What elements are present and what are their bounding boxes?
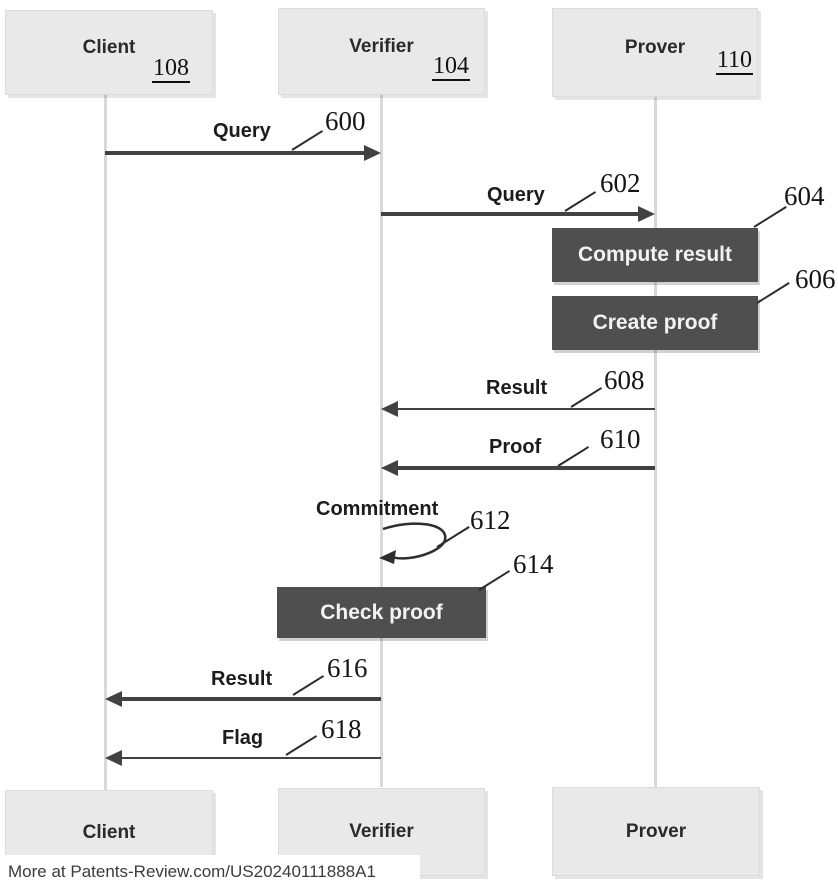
callout-line-616 [292, 675, 325, 696]
message-label-proof-610: Proof [489, 436, 542, 458]
ref-number-618: 618 [321, 714, 362, 744]
arrowhead-result-616 [105, 691, 122, 707]
arrowhead-result-608 [381, 401, 398, 417]
arrow-line-flag-618 [120, 757, 381, 759]
actor-box-prover-top: Prover 110 [552, 8, 758, 97]
arrow-line-query-600 [105, 151, 366, 155]
message-label-query-600: Query [213, 120, 271, 142]
ref-number-614: 614 [513, 549, 554, 579]
actor-ref-verifier: 104 [432, 53, 470, 81]
arrowhead-flag-618 [105, 750, 122, 766]
message-label-flag-618: Flag [222, 727, 264, 749]
actor-box-prover-bottom: Prover [552, 787, 760, 876]
ref-number-606: 606 [795, 264, 836, 294]
arrow-line-proof-610 [396, 466, 655, 470]
actor-ref-prover: 110 [715, 47, 753, 75]
activity-box-check-proof: Check proof [277, 587, 486, 638]
activity-label-create-proof: Create proof [592, 311, 718, 334]
ref-number-612: 612 [470, 505, 511, 535]
activity-label-check-proof: Check proof [320, 600, 443, 624]
actor-name-client: Client [82, 37, 136, 58]
activity-box-create-proof: Create proof [552, 296, 758, 350]
ref-number-610: 610 [600, 424, 641, 454]
lifeline-prover [654, 97, 657, 787]
callout-line-618 [285, 735, 318, 756]
callout-line-610 [557, 446, 590, 467]
arrowhead-query-600 [364, 145, 381, 161]
callout-line-600 [291, 130, 324, 151]
activity-label-compute-result: Compute result [577, 243, 732, 266]
callout-line-614 [478, 570, 511, 591]
actor-name-verifier: Verifier [349, 36, 414, 57]
actor-ref-client: 108 [152, 55, 190, 83]
ref-number-608: 608 [604, 365, 645, 395]
callout-line-606 [756, 282, 790, 304]
lifeline-verifier [380, 95, 383, 787]
arrow-line-result-608 [396, 408, 655, 410]
activity-box-compute-result: Compute result [552, 228, 758, 282]
arrowhead-query-602 [638, 206, 655, 222]
actor-name-verifier-bottom: Verifier [349, 821, 414, 842]
footer-watermark-text: More at Patents-Review.com/US20240111888… [8, 861, 376, 881]
callout-line-602 [564, 191, 597, 212]
actor-name-prover: Prover [624, 37, 686, 58]
message-label-result-616: Result [211, 668, 273, 690]
actor-name-prover-bottom: Prover [625, 820, 687, 842]
footer-watermark-bar: More at Patents-Review.com/US20240111888… [0, 855, 420, 888]
ref-number-600: 600 [325, 106, 366, 136]
actor-box-client-top: Client 108 [5, 10, 213, 95]
arrowhead-proof-610 [381, 460, 398, 476]
ref-number-604: 604 [784, 181, 825, 211]
ref-number-602: 602 [600, 168, 641, 198]
message-label-result-608: Result [486, 377, 548, 399]
message-label-query-602: Query [487, 184, 545, 206]
actor-name-client-bottom: Client [82, 822, 136, 843]
lifeline-client [104, 95, 107, 790]
message-label-commitment-612: Commitment [316, 498, 439, 520]
self-loop-arc [379, 522, 447, 564]
actor-box-verifier-top: Verifier 104 [278, 8, 485, 95]
ref-number-616: 616 [327, 653, 368, 683]
arrow-line-query-602 [381, 212, 640, 216]
callout-line-604 [753, 206, 787, 228]
arrow-line-result-616 [120, 697, 381, 701]
callout-line-608 [570, 387, 603, 408]
